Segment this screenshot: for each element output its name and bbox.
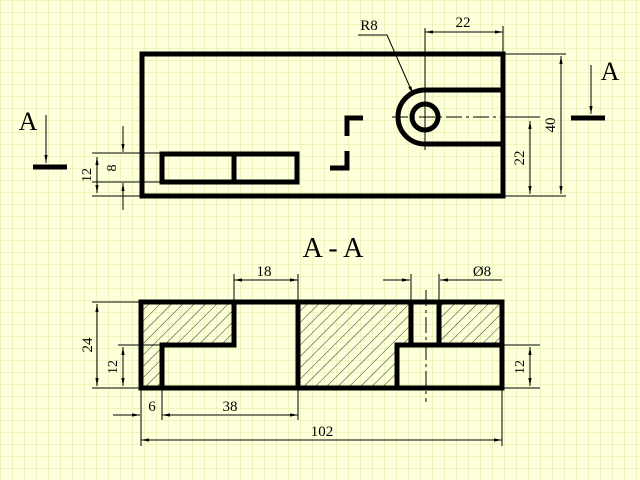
dimensions-top: 22 R8 40 22 8 12: [80, 15, 566, 210]
dim-length: 102: [311, 424, 334, 440]
dim-hole-offset: 22: [456, 15, 471, 31]
dim-height: 40: [543, 118, 559, 133]
section-view: 18 Ø8 24 12 12 6 38 102: [80, 264, 540, 446]
top-outline: [139, 51, 506, 199]
dim-right-step: 12: [513, 360, 528, 374]
section-title: A - A: [303, 233, 364, 264]
dim-left-step: 12: [106, 360, 121, 374]
dim-pocket-inner: 8: [105, 165, 120, 172]
dim-wall: 6: [148, 399, 156, 415]
pocket-outline: [159, 151, 300, 185]
section-cut-bracket: [330, 115, 363, 171]
dim-step-width: 18: [257, 264, 272, 280]
section-mark-right: A: [601, 57, 620, 86]
dim-pocket-outer: 12: [80, 168, 95, 182]
section-mark-left: A: [19, 107, 38, 136]
dimensions-section: 18 Ø8 24 12 12 6 38 102: [80, 264, 540, 446]
dim-hole-dia: Ø8: [473, 264, 491, 280]
dim-radius: R8: [360, 18, 378, 34]
hatch-middle: [298, 302, 411, 388]
hatch-right: [439, 302, 502, 345]
dim-section-height: 24: [80, 337, 96, 353]
dim-slot-center: 22: [512, 151, 528, 166]
dim-recess: 38: [223, 399, 238, 415]
top-view: A A 22 R8 40 22 8 12: [19, 15, 620, 210]
